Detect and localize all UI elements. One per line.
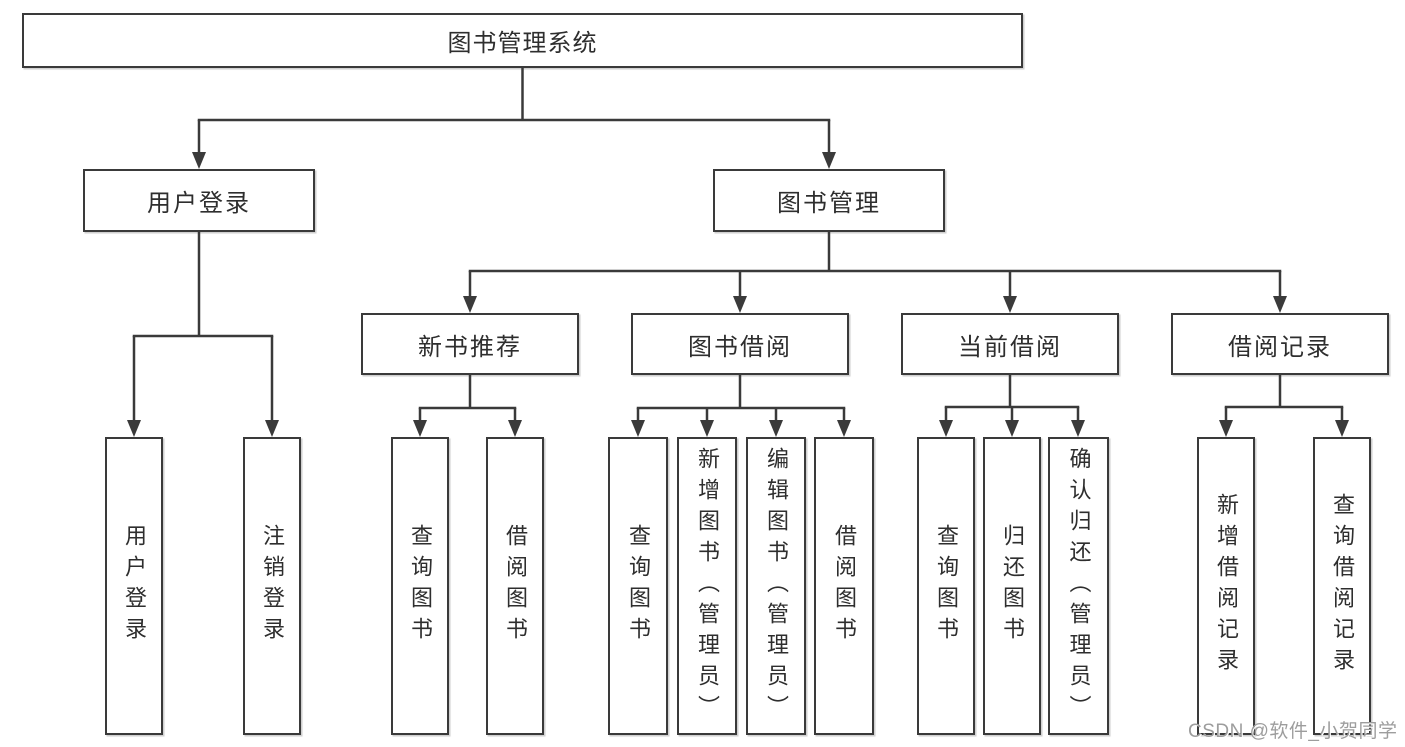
node-new-book-rec-label: 新书推荐 (418, 333, 522, 361)
node-current-borrow: 当前借阅 (901, 313, 1119, 375)
leaf-label: 借阅图书 (832, 524, 857, 648)
node-book-borrow-label: 图书借阅 (688, 333, 792, 361)
node-query-book-rec: 查询图书 (391, 437, 449, 735)
watermark: CSDN @软件_小贺同学 (1188, 721, 1398, 742)
node-book-borrow: 图书借阅 (631, 313, 849, 375)
node-current-borrow-label: 当前借阅 (958, 333, 1062, 361)
leaf-label: 确认归还（管理员） (1066, 446, 1092, 726)
leaf-label: 查询图书 (408, 524, 433, 648)
leaf-label: 查询图书 (626, 524, 651, 648)
leaf-label: 查询借阅记录 (1330, 493, 1355, 679)
node-query-book-borrow: 查询图书 (608, 437, 668, 735)
node-logout-action: 注销登录 (243, 437, 301, 735)
leaf-label: 归还图书 (1000, 524, 1025, 648)
node-return-book: 归还图书 (983, 437, 1041, 735)
leaf-label: 新增图书（管理员） (695, 446, 720, 726)
node-query-book-current: 查询图书 (917, 437, 975, 735)
node-root: 图书管理系统 (22, 13, 1023, 68)
node-book-mgmt: 图书管理 (713, 169, 945, 232)
node-borrow-records: 借阅记录 (1171, 313, 1389, 375)
node-query-borrow-record: 查询借阅记录 (1313, 437, 1371, 735)
node-borrow-book: 借阅图书 (814, 437, 874, 735)
node-new-book-rec: 新书推荐 (361, 313, 579, 375)
node-borrow-book-rec: 借阅图书 (486, 437, 544, 735)
node-book-mgmt-label: 图书管理 (777, 190, 881, 217)
node-user-login-label: 用户登录 (147, 190, 251, 217)
leaf-label: 查询图书 (934, 524, 959, 648)
leaf-label: 借阅图书 (503, 524, 528, 648)
node-edit-book-admin: 编辑图书（管理员） (746, 437, 806, 735)
node-add-borrow-record: 新增借阅记录 (1197, 437, 1255, 735)
leaf-label: 编辑图书（管理员） (764, 446, 789, 726)
leaf-label: 用户登录 (122, 524, 147, 648)
node-borrow-records-label: 借阅记录 (1228, 333, 1332, 361)
node-root-label: 图书管理系统 (447, 30, 598, 57)
leaf-label: 新增借阅记录 (1214, 493, 1239, 679)
node-user-login-action: 用户登录 (105, 437, 163, 735)
node-user-login: 用户登录 (83, 169, 315, 232)
node-confirm-return-admin: 确认归还（管理员） (1048, 437, 1109, 735)
leaf-label: 注销登录 (260, 524, 285, 648)
node-add-book-admin: 新增图书（管理员） (677, 437, 737, 735)
